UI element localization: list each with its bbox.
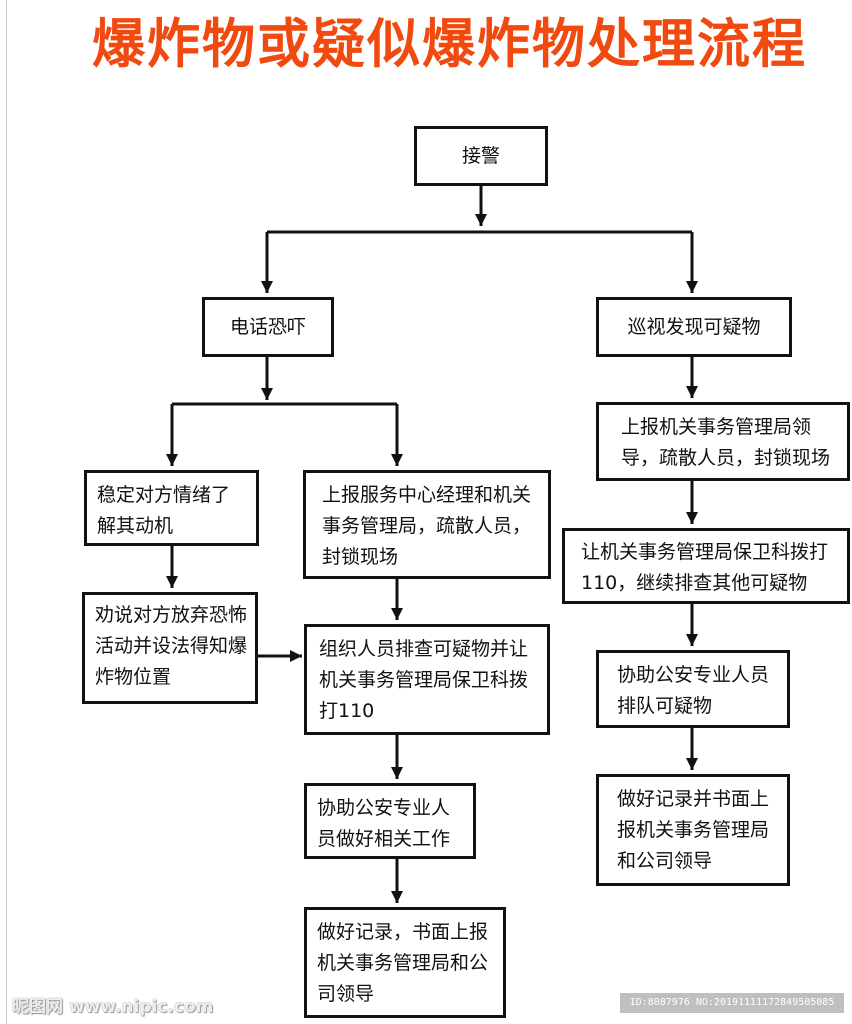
node-bureau-call-label: 让机关事务管理局保卫科拨打110，继续排查其他可疑物 [581, 541, 829, 594]
node-phone-threat-label: 电话恐吓 [229, 315, 306, 338]
node-record-left: 做好记录，书面上报机关事务管理局和公司领导 [304, 907, 506, 1018]
node-record-left-label: 做好记录，书面上报机关事务管理局和公司领导 [317, 921, 489, 1005]
node-phone-threat: 电话恐吓 [202, 297, 334, 357]
node-organize-search: 组织人员排查可疑物并让机关事务管理局保卫科拨打110 [304, 624, 550, 735]
node-report-bureau-label: 上报机关事务管理局领导，疏散人员，封锁现场 [621, 416, 831, 469]
node-record-right-label: 做好记录并书面上报机关事务管理局和公司领导 [617, 788, 770, 872]
node-assist-police-right-label: 协助公安专业人员排队可疑物 [617, 664, 770, 717]
node-report-bureau: 上报机关事务管理局领导，疏散人员，封锁现场 [596, 402, 850, 481]
page-edge-line [6, 0, 7, 1024]
node-stabilize-label: 稳定对方情绪了解其动机 [97, 484, 231, 537]
node-assist-police-left: 协助公安专业人员做好相关工作 [304, 783, 476, 859]
node-persuade-label: 劝说对方放弃恐怖活动并设法得知爆炸物位置 [95, 604, 248, 688]
node-bureau-call: 让机关事务管理局保卫科拨打110，继续排查其他可疑物 [562, 528, 850, 604]
node-assist-police-right: 协助公安专业人员排队可疑物 [596, 650, 790, 728]
node-receive-alarm-label: 接警 [461, 144, 500, 167]
site-watermark: 昵图网 www.nipic.com [12, 997, 214, 1017]
image-id-watermark: ID:8087976 NO:20191111172849505085 [620, 993, 844, 1013]
node-patrol-found-label: 巡视发现可疑物 [627, 315, 761, 338]
node-report-manager-label: 上报服务中心经理和机关事务管理局，疏散人员，封锁现场 [322, 484, 532, 568]
node-assist-police-left-label: 协助公安专业人员做好相关工作 [317, 797, 451, 850]
node-record-right: 做好记录并书面上报机关事务管理局和公司领导 [596, 774, 790, 886]
node-report-manager: 上报服务中心经理和机关事务管理局，疏散人员，封锁现场 [303, 470, 551, 579]
node-persuade: 劝说对方放弃恐怖活动并设法得知爆炸物位置 [82, 592, 258, 704]
node-patrol-found: 巡视发现可疑物 [596, 297, 792, 357]
node-stabilize: 稳定对方情绪了解其动机 [84, 470, 259, 546]
node-organize-search-label: 组织人员排查可疑物并让机关事务管理局保卫科拨打110 [319, 638, 529, 722]
page-title: 爆炸物或疑似爆炸物处理流程 [92, 14, 807, 75]
node-receive-alarm: 接警 [414, 126, 548, 186]
